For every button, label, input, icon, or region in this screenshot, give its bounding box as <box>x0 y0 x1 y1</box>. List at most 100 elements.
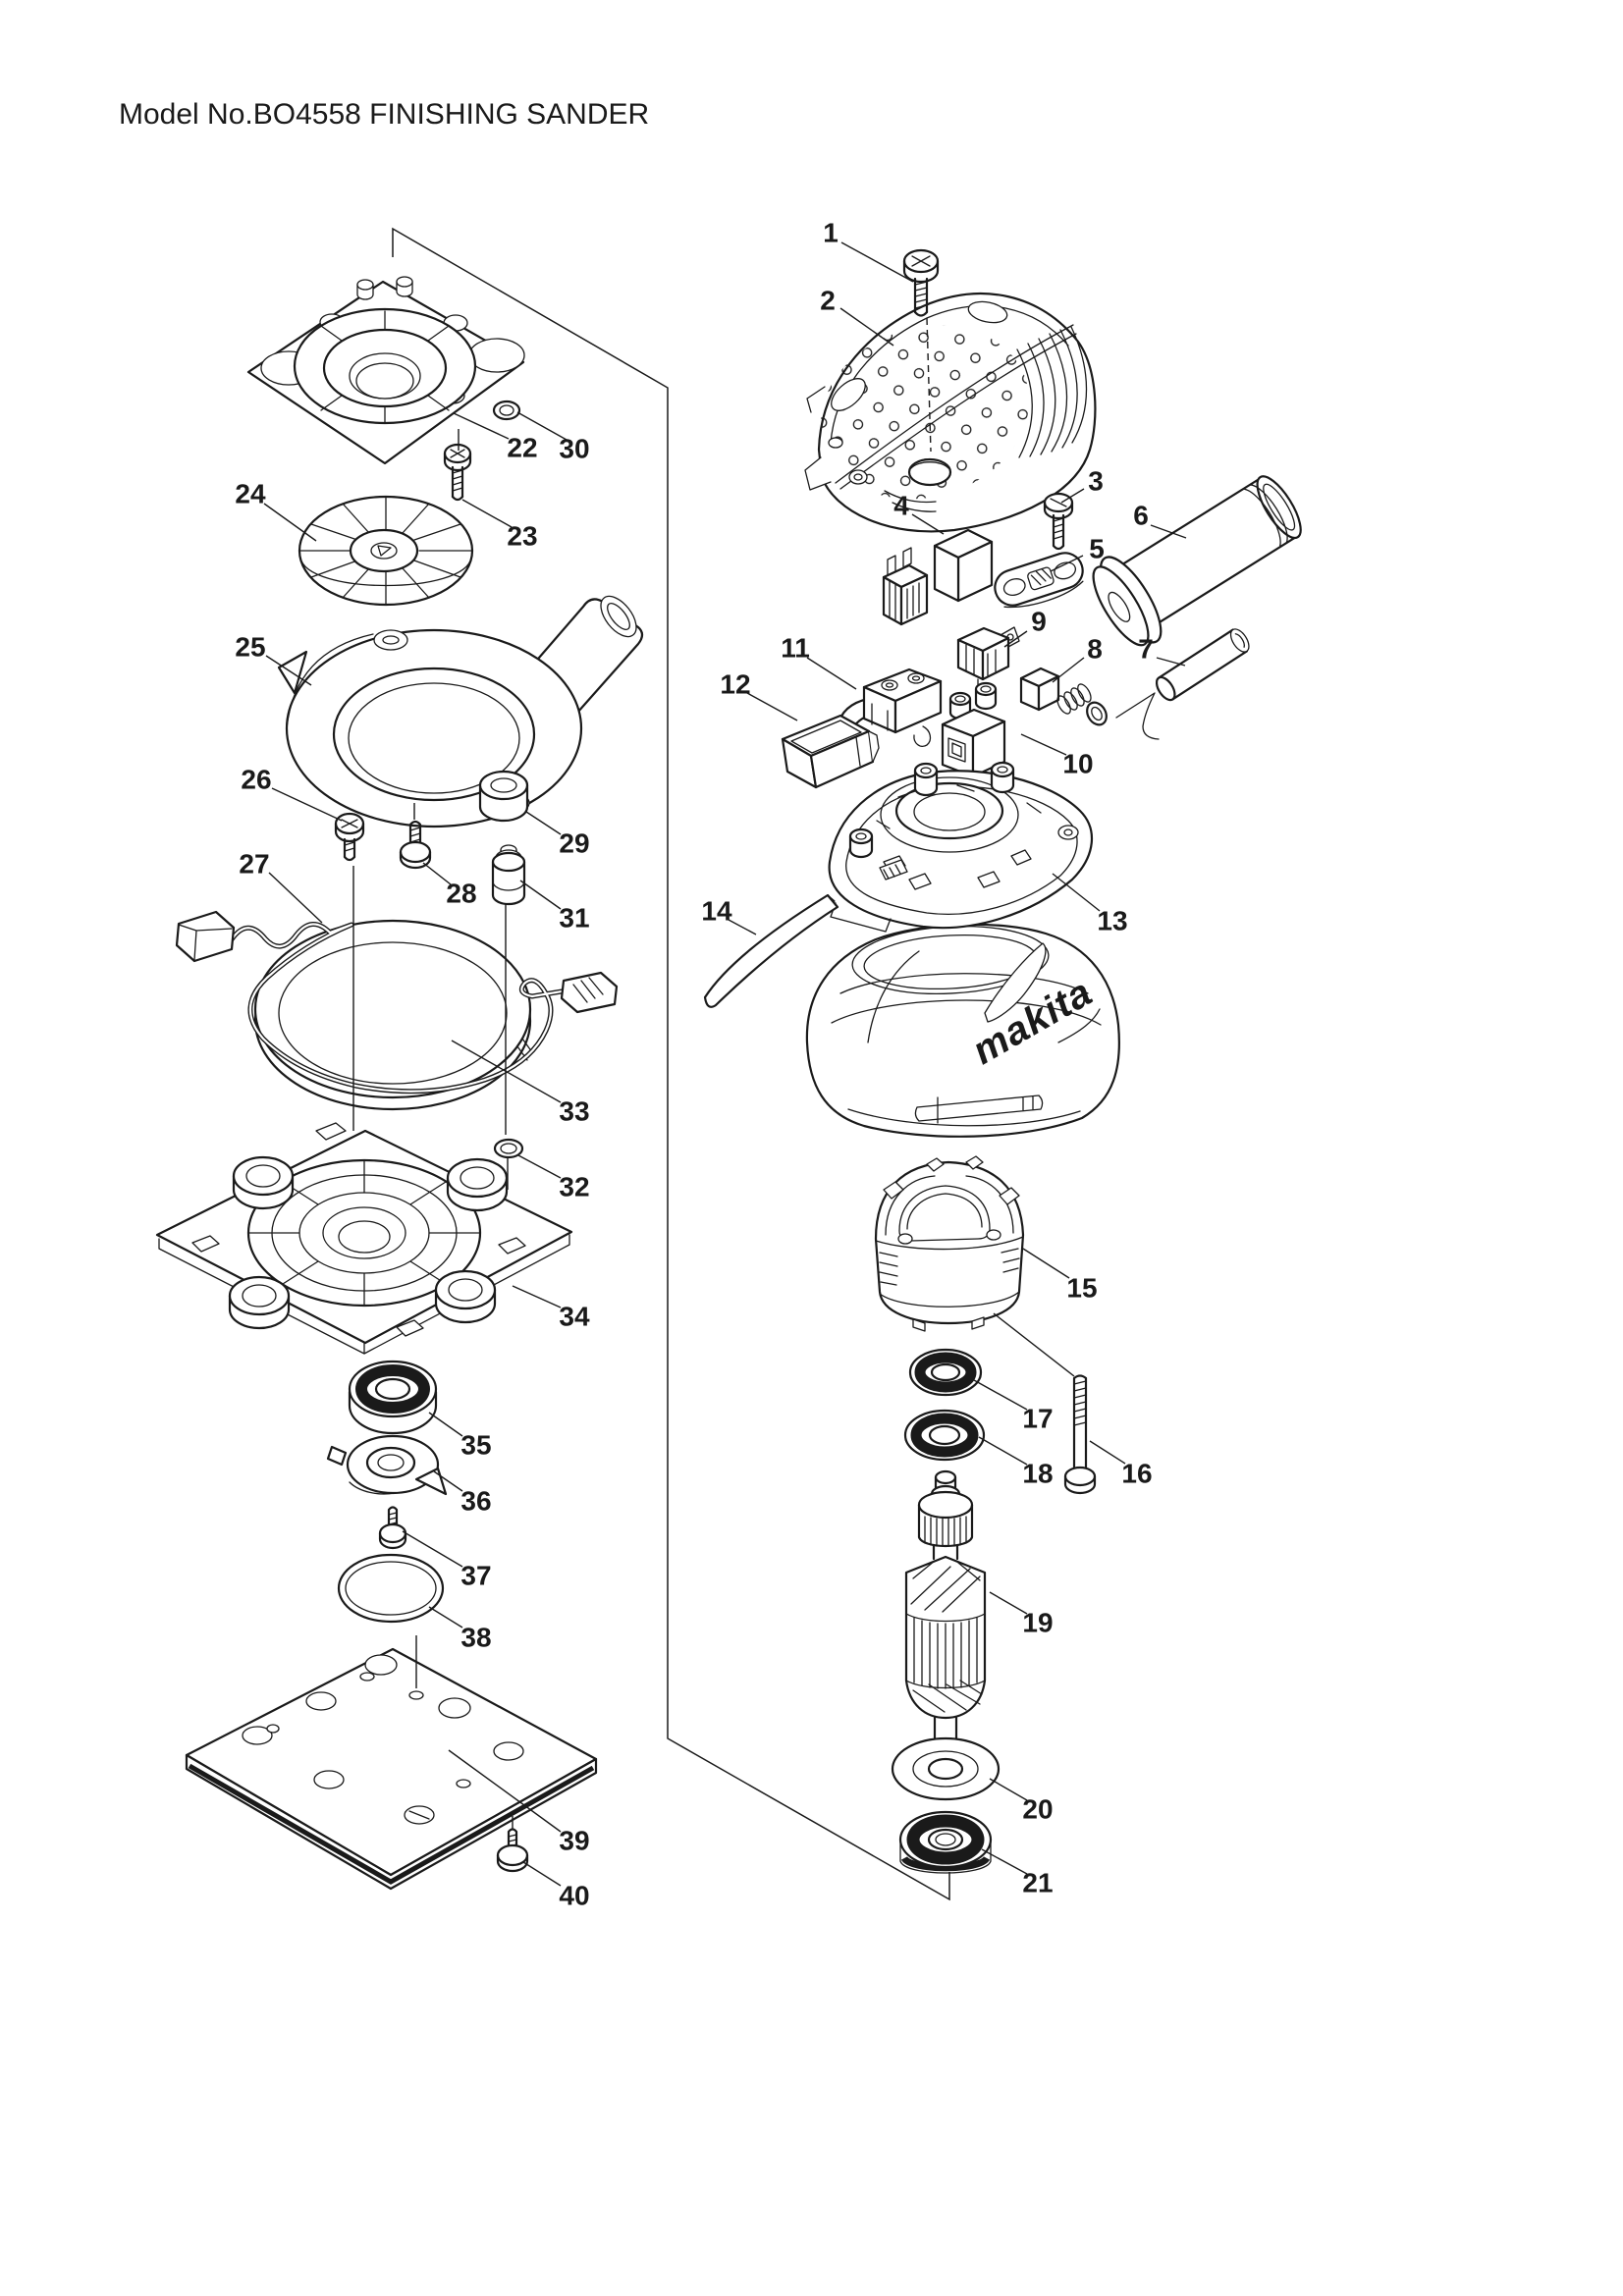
explosion-axis-line <box>392 227 950 1901</box>
part-34-base-housing <box>155 1122 573 1355</box>
leader-line-29 <box>525 811 562 835</box>
part-label-25: 25 <box>235 632 265 663</box>
leader-line-5 <box>1050 555 1084 572</box>
part-label-28: 28 <box>446 879 476 909</box>
leader-line-14 <box>728 919 757 935</box>
part-36-counterweight <box>326 1434 448 1496</box>
part-label-35: 35 <box>460 1430 491 1461</box>
part-label-26: 26 <box>241 765 271 795</box>
part-label-37: 37 <box>460 1561 491 1591</box>
part-label-2: 2 <box>820 286 836 316</box>
part-label-12: 12 <box>720 669 750 700</box>
leader-line-2 <box>839 307 894 347</box>
corner-boss <box>228 1155 509 1330</box>
part-37-screw <box>378 1506 407 1550</box>
leader-line-23 <box>461 499 513 528</box>
part-label-21: 21 <box>1022 1868 1053 1898</box>
part-22-bearing-box <box>246 276 525 465</box>
leader-line-39 <box>448 1749 562 1833</box>
leader-line-10 <box>1020 733 1067 756</box>
part-label-20: 20 <box>1022 1794 1053 1825</box>
part-label-23: 23 <box>507 521 537 552</box>
part-39-base-pad <box>185 1647 598 1891</box>
part-label-17: 17 <box>1022 1404 1053 1434</box>
leader-line-18 <box>978 1436 1028 1466</box>
leader-line-33 <box>451 1040 562 1103</box>
part-9-switch <box>956 626 1020 687</box>
leader-line-36 <box>433 1470 463 1492</box>
part-1-screw <box>902 248 940 317</box>
part-35-bearing <box>348 1360 438 1435</box>
leader-line-26 <box>271 787 343 822</box>
part-label-32: 32 <box>559 1172 589 1202</box>
leader-line-20 <box>989 1778 1028 1801</box>
part-label-16: 16 <box>1121 1459 1152 1489</box>
part-15-field <box>874 1155 1025 1332</box>
leader-line-35 <box>428 1412 463 1437</box>
leader-line-16 <box>1089 1440 1126 1465</box>
part-7-tube <box>1115 628 1250 740</box>
part-29-bushing <box>478 770 529 823</box>
leader-line-22 <box>453 412 510 440</box>
part-label-14: 14 <box>701 896 732 927</box>
part-label-34: 34 <box>559 1302 590 1332</box>
part-14-dust-seal <box>703 893 839 1008</box>
leader-line-32 <box>517 1154 562 1179</box>
part-31-sleeve <box>491 844 526 906</box>
part-16-screw <box>1063 1374 1097 1495</box>
leader-line-28 <box>422 862 452 885</box>
part-28-screw <box>399 820 432 870</box>
part-18-bearing <box>903 1409 986 1462</box>
leader-line-11 <box>806 657 857 690</box>
part-17-bearing <box>908 1348 983 1397</box>
part-40-screw <box>496 1828 529 1873</box>
leader-line-37 <box>402 1530 463 1568</box>
part-12-switch-cover <box>781 714 880 789</box>
leader-lines <box>263 241 1187 1887</box>
leader-line-8 <box>1052 657 1085 683</box>
part-label-7: 7 <box>1138 634 1154 665</box>
leader-line-6 <box>1150 524 1187 539</box>
leader-line-13 <box>1052 873 1101 912</box>
part-8-carbon-brush <box>1019 667 1108 726</box>
leader-line-25 <box>265 655 312 686</box>
part-4-condenser <box>882 528 994 626</box>
part-label-36: 36 <box>460 1486 491 1517</box>
leader-line-27 <box>268 872 323 924</box>
leader-line-30 <box>516 411 568 441</box>
leader-line-15 <box>1022 1248 1070 1279</box>
part-label-15: 15 <box>1066 1273 1097 1304</box>
leader-line-12 <box>746 692 798 721</box>
part-label-33: 33 <box>559 1096 589 1127</box>
part-10-terminal-block <box>941 681 1006 778</box>
leader-line-19 <box>989 1591 1028 1615</box>
part-label-13: 13 <box>1097 906 1127 936</box>
part-24-fan <box>298 495 474 607</box>
leader-line-17 <box>973 1379 1028 1411</box>
part-label-22: 22 <box>507 433 537 463</box>
center-lines <box>352 317 1075 1830</box>
part-25-fan-housing <box>277 595 644 828</box>
leader-line-24 <box>263 503 317 542</box>
leader-line-1 <box>840 241 914 283</box>
part-23-screw <box>443 443 472 502</box>
part-label-10: 10 <box>1062 749 1093 779</box>
part-label-5: 5 <box>1089 534 1105 564</box>
part-32-o-ring <box>493 1138 524 1159</box>
part-20-washer <box>891 1736 1001 1801</box>
part-30-o-ring <box>492 400 521 421</box>
part-label-39: 39 <box>559 1826 589 1856</box>
part-label-31: 31 <box>559 903 589 934</box>
part-label-30: 30 <box>559 434 589 464</box>
part-label-24: 24 <box>235 479 266 509</box>
part-11-switch-lever <box>836 667 943 747</box>
part-6-roller <box>1092 475 1302 647</box>
part-label-4: 4 <box>893 491 909 521</box>
part-label-8: 8 <box>1087 634 1103 665</box>
part-label-6: 6 <box>1133 501 1149 531</box>
part-38-o-ring <box>337 1553 445 1624</box>
part-21-bearing <box>898 1810 993 1874</box>
page-title: Model No.BO4558 FINISHING SANDER <box>119 98 649 131</box>
part-3-screw <box>1043 492 1074 551</box>
